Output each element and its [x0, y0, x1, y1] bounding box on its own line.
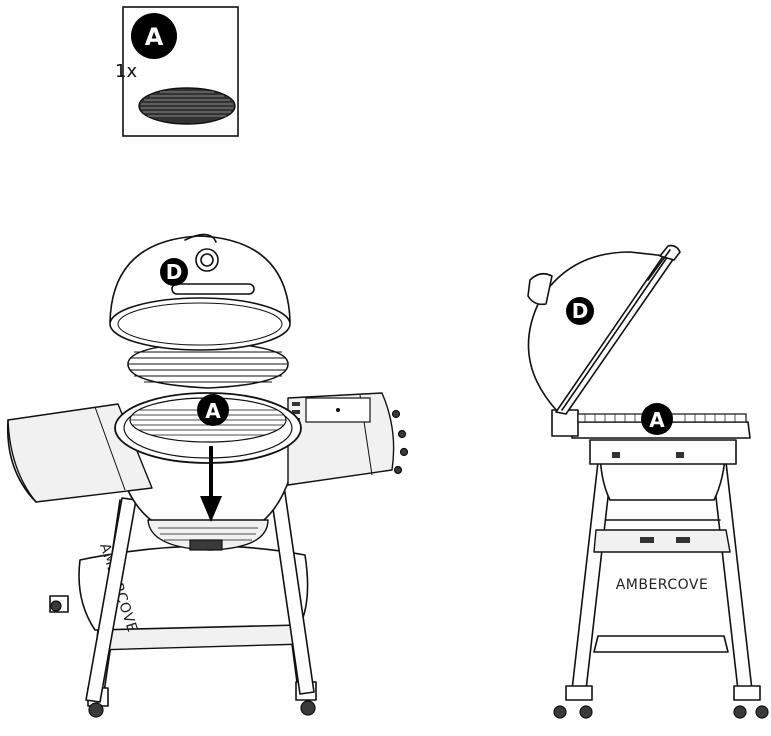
svg-text:D: D: [572, 299, 589, 323]
temperature-gauge-icon: [195, 248, 219, 272]
part-a-badge: A: [131, 13, 177, 59]
caster-wheel-icon: [733, 685, 769, 719]
grill-lid-open: [527, 244, 681, 415]
svg-text:A: A: [205, 399, 221, 423]
caster-wheel-icon: [49, 595, 69, 613]
grill-perspective-view: AMBERCOVE: [6, 233, 409, 718]
svg-text:D: D: [166, 260, 183, 284]
parts-box: A 1x: [115, 6, 239, 137]
part-quantity: 1x: [115, 61, 137, 82]
lid-badge-d: D: [160, 258, 188, 286]
svg-text:A: A: [649, 408, 665, 432]
arrow-down-icon: [200, 446, 222, 522]
grill-side-view: AMBERCOVE: [527, 244, 769, 719]
right-brand-label: AMBERCOVE: [616, 577, 709, 593]
lid-badge-d: D: [566, 297, 594, 325]
tool-hook-icon: [391, 409, 409, 475]
grate-badge-a: A: [197, 394, 229, 426]
temperature-gauge-icon: [527, 272, 553, 306]
part-a-letter: A: [145, 23, 164, 51]
cooking-grate-icon: [138, 87, 236, 125]
grate-badge-a: A: [641, 403, 673, 435]
grill-lid: [109, 233, 291, 351]
caster-wheel-icon: [553, 685, 593, 719]
